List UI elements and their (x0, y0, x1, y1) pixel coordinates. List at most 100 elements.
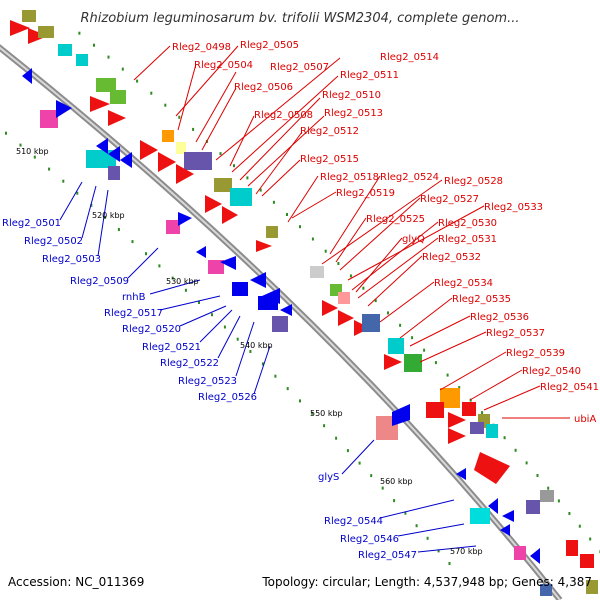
gene-label-forward[interactable]: Rleg2_0507 (270, 62, 329, 73)
gene-label-reverse[interactable]: rnhB (122, 292, 146, 303)
gene-label-forward[interactable]: Rleg2_0537 (486, 328, 545, 339)
tick-mark (236, 337, 239, 341)
gene-label-forward[interactable]: Rleg2_0533 (484, 202, 543, 213)
gene-label-forward[interactable]: Rleg2_0514 (380, 52, 439, 63)
tick-mark (426, 536, 429, 540)
gene-label-forward[interactable]: Rleg2_0524 (380, 172, 439, 183)
gene-label-reverse[interactable]: Rleg2_0544 (324, 516, 383, 527)
gene-feature (96, 78, 116, 92)
gene-label-forward[interactable]: Rleg2_0518 (320, 172, 379, 183)
tick-mark (198, 301, 200, 304)
gene-label-forward[interactable]: Rleg2_0532 (422, 252, 481, 263)
gene-label-reverse[interactable]: Rleg2_0509 (70, 276, 129, 287)
gene-label-forward[interactable]: Rleg2_0535 (452, 294, 511, 305)
gene-label-forward[interactable]: Rleg2_0515 (300, 154, 359, 165)
gene-label-reverse[interactable]: Rleg2_0520 (122, 324, 181, 335)
gene-feature (338, 310, 354, 326)
gene-label-forward[interactable]: Rleg2_0525 (366, 214, 425, 225)
gene-feature (58, 44, 72, 56)
forward-gene-features (10, 10, 598, 594)
gene-label-forward[interactable]: Rleg2_0513 (324, 108, 383, 119)
gene-feature (474, 452, 510, 484)
gene-feature (176, 142, 186, 154)
gene-label-forward[interactable]: ubiA (574, 414, 596, 425)
gene-feature (272, 316, 288, 332)
gene-label-reverse[interactable]: Rleg2_0526 (198, 392, 257, 403)
gene-label-reverse[interactable]: Rleg2_0517 (104, 308, 163, 319)
tick-mark (272, 200, 275, 204)
gene-label-forward[interactable]: Rleg2_0506 (234, 82, 293, 93)
tick-mark (536, 474, 539, 477)
tick-mark (448, 562, 451, 565)
tick-mark (323, 424, 326, 428)
tick-mark (121, 67, 124, 71)
gene-label-forward[interactable]: Rleg2_0511 (340, 70, 399, 81)
gene-feature (486, 424, 498, 438)
gene-label-forward[interactable]: Rleg2_0540 (522, 366, 581, 377)
gene-label-forward[interactable]: Rleg2_0530 (438, 218, 497, 229)
gene-feature (22, 10, 36, 22)
gene-label-forward[interactable]: glyQ (402, 234, 425, 245)
gene-label-forward[interactable]: Rleg2_0505 (240, 40, 299, 51)
tick-mark (434, 361, 437, 365)
gene-label-forward[interactable]: Rleg2_0527 (420, 194, 479, 205)
tick-mark (399, 323, 402, 327)
gene-label-reverse[interactable]: Rleg2_0547 (358, 550, 417, 561)
tick-mark (387, 311, 389, 315)
gene-label-forward[interactable]: Rleg2_0531 (438, 234, 497, 245)
gene-label-forward[interactable]: Rleg2_0498 (172, 42, 231, 53)
gene-label-forward[interactable]: Rleg2_0512 (300, 126, 359, 137)
tick-mark (411, 336, 414, 340)
gene-label-forward[interactable]: Rleg2_0534 (434, 278, 493, 289)
gene-label-forward[interactable]: Rleg2_0504 (194, 60, 253, 71)
gene-label-forward[interactable]: Rleg2_0519 (336, 188, 395, 199)
gene-label-forward[interactable]: Rleg2_0528 (444, 176, 503, 187)
gene-feature (108, 146, 120, 162)
tick-mark (381, 486, 384, 490)
tick-mark (131, 240, 134, 244)
tick-mark (362, 286, 365, 290)
gene-feature (338, 292, 350, 304)
gene-label-reverse[interactable]: Rleg2_0503 (42, 254, 101, 265)
gene-feature (140, 140, 158, 160)
gene-feature (158, 152, 176, 172)
tick-mark (299, 225, 301, 229)
gene-feature (56, 100, 72, 118)
tick-mark (171, 276, 174, 280)
tick-mark (311, 411, 314, 415)
gene-feature (108, 110, 126, 126)
accession-text: Accession: NC_011369 (8, 575, 144, 589)
gene-feature (384, 354, 402, 370)
scale-tick-label: 560 kbp (380, 477, 413, 486)
gene-feature (208, 260, 224, 274)
gene-feature (388, 338, 404, 354)
tick-mark (78, 31, 81, 35)
tick-mark (249, 350, 252, 353)
gene-label-reverse[interactable]: Rleg2_0501 (2, 218, 61, 229)
scale-tick-label: 530 kbp (166, 277, 199, 286)
tick-mark (578, 524, 581, 528)
gene-label-reverse[interactable]: Rleg2_0522 (160, 358, 219, 369)
gene-label-forward[interactable]: Rleg2_0508 (254, 110, 313, 121)
gene-feature (456, 468, 466, 480)
gene-label-forward[interactable]: Rleg2_0536 (470, 312, 529, 323)
gene-label-forward[interactable]: Rleg2_0510 (322, 90, 381, 101)
gene-feature (322, 300, 338, 316)
gene-label-reverse[interactable]: glyS (318, 472, 339, 483)
gene-label-reverse[interactable]: Rleg2_0521 (142, 342, 201, 353)
gene-feature (440, 388, 460, 408)
gene-label-reverse[interactable]: Rleg2_0523 (178, 376, 237, 387)
gene-label-reverse[interactable]: Rleg2_0546 (340, 534, 399, 545)
tick-mark (164, 103, 167, 107)
gene-feature (540, 490, 554, 502)
tick-mark (219, 152, 222, 156)
tick-mark (107, 55, 110, 59)
gene-label-reverse[interactable]: Rleg2_0502 (24, 236, 83, 247)
gene-feature (448, 428, 466, 444)
gene-label-forward[interactable]: Rleg2_0541 (540, 382, 599, 393)
tick-mark (458, 386, 461, 390)
tick-mark (557, 499, 560, 503)
gene-feature (178, 212, 192, 226)
gene-label-forward[interactable]: Rleg2_0539 (506, 348, 565, 359)
tick-mark (136, 79, 139, 83)
